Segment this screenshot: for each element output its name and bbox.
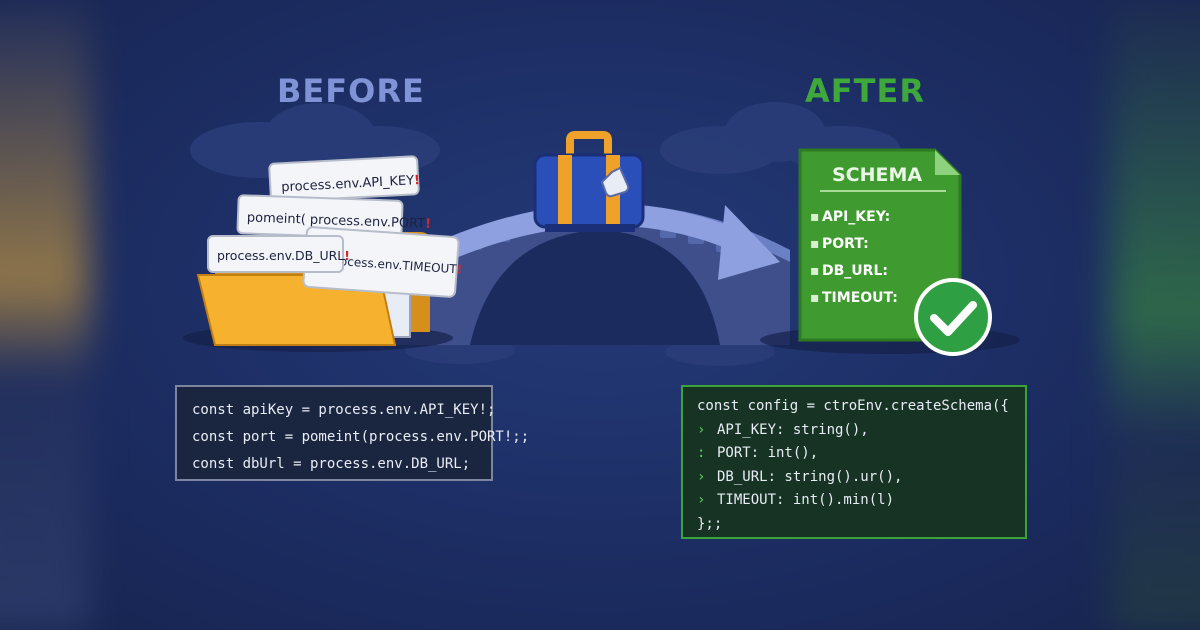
env-card-api-key: process.env.API_KEY! bbox=[268, 155, 420, 203]
cloud-right bbox=[660, 102, 900, 174]
chevron-right-icon: › bbox=[697, 492, 706, 508]
code-line: const config = ctroEnv.createSchema({ bbox=[697, 398, 1009, 414]
left-edge-blur bbox=[0, 0, 90, 630]
check-icon bbox=[914, 278, 992, 356]
before-heading: BEFORE bbox=[277, 72, 425, 110]
schema-item-timeout: TIMEOUT: bbox=[822, 290, 898, 306]
schema-item-port: PORT: bbox=[822, 236, 869, 252]
suitcase-icon bbox=[533, 131, 645, 232]
code-line: ›TIMEOUT: int().min(l) bbox=[697, 489, 1011, 513]
chevron-right-icon: : bbox=[697, 445, 706, 461]
svg-text:▪: ▪ bbox=[810, 263, 820, 279]
chevron-right-icon: › bbox=[697, 421, 706, 438]
right-edge-blur bbox=[1110, 0, 1200, 630]
svg-text:process.env.API_KEY!: process.env.API_KEY! bbox=[281, 173, 420, 195]
code-line: ›API_KEY: string(), bbox=[697, 419, 1011, 443]
env-card-db-url: process.env.DB_URL! bbox=[207, 235, 350, 273]
svg-text:▪: ▪ bbox=[810, 290, 820, 306]
code-line: ›DB_URL: string().ur(), bbox=[697, 466, 1011, 490]
code-line: const dbUrl = process.env.DB_URL; bbox=[192, 456, 471, 472]
svg-text:pomeint( process.env.PORT!: pomeint( process.env.PORT! bbox=[247, 210, 432, 231]
svg-text:process.env.DB_URL!: process.env.DB_URL! bbox=[217, 248, 350, 263]
schema-item-api-key: API_KEY: bbox=[822, 209, 890, 225]
code-line: };; bbox=[697, 515, 723, 532]
after-heading: AFTER bbox=[805, 72, 925, 110]
code-line: const apiKey = process.env.API_KEY!; bbox=[192, 402, 496, 418]
svg-text:▪: ▪ bbox=[810, 236, 820, 252]
svg-text:▪: ▪ bbox=[810, 209, 820, 225]
code-block-after: const config = ctroEnv.createSchema({ ›A… bbox=[681, 385, 1027, 539]
code-block-before: const apiKey = process.env.API_KEY!; con… bbox=[175, 385, 530, 481]
chevron-right-icon: › bbox=[697, 468, 706, 485]
code-line: :PORT: int(), bbox=[697, 442, 1011, 466]
schema-title: SCHEMA bbox=[832, 164, 922, 186]
schema-item-db-url: DB_URL: bbox=[822, 263, 888, 279]
code-line: const port = pomeint(process.env.PORT!;; bbox=[192, 429, 530, 445]
